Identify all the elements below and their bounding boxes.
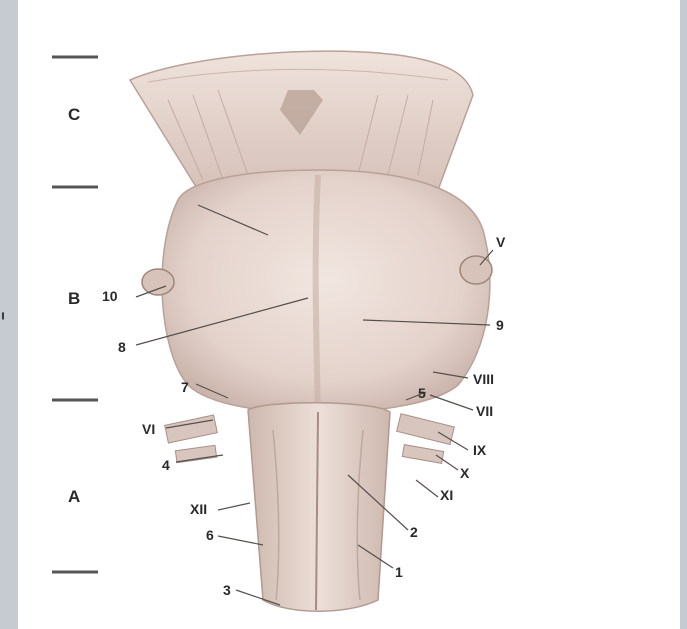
label-10: 10	[102, 289, 118, 303]
label-2: 2	[410, 525, 418, 539]
figure-frame: C B A 10 8 7 VI 4 XII 6 3 V 9 VIII 5 VII…	[18, 0, 680, 629]
label-3: 3	[223, 583, 231, 597]
label-1: 1	[395, 565, 403, 579]
left-edge-mark: ▮	[0, 308, 4, 342]
label-ix: IX	[473, 443, 486, 457]
nerve-v-left	[142, 269, 174, 295]
label-8: 8	[118, 340, 126, 354]
medulla	[248, 403, 390, 612]
label-viii: VIII	[473, 372, 494, 386]
nerve-v-right	[460, 256, 492, 284]
label-vi: VI	[142, 422, 155, 436]
label-7: 7	[181, 380, 189, 394]
label-9: 9	[496, 318, 504, 332]
label-x: X	[460, 466, 469, 480]
label-4: 4	[162, 458, 170, 472]
section-label-b: B	[68, 290, 80, 307]
pons	[162, 170, 490, 413]
label-6: 6	[206, 528, 214, 542]
label-xii: XII	[190, 502, 207, 516]
label-vii: VII	[476, 404, 493, 418]
label-5: 5	[418, 386, 426, 400]
brainstem-illustration	[18, 0, 680, 629]
section-label-c: C	[68, 106, 80, 123]
label-v: V	[496, 235, 505, 249]
section-label-a: A	[68, 488, 80, 505]
label-xi: XI	[440, 488, 453, 502]
